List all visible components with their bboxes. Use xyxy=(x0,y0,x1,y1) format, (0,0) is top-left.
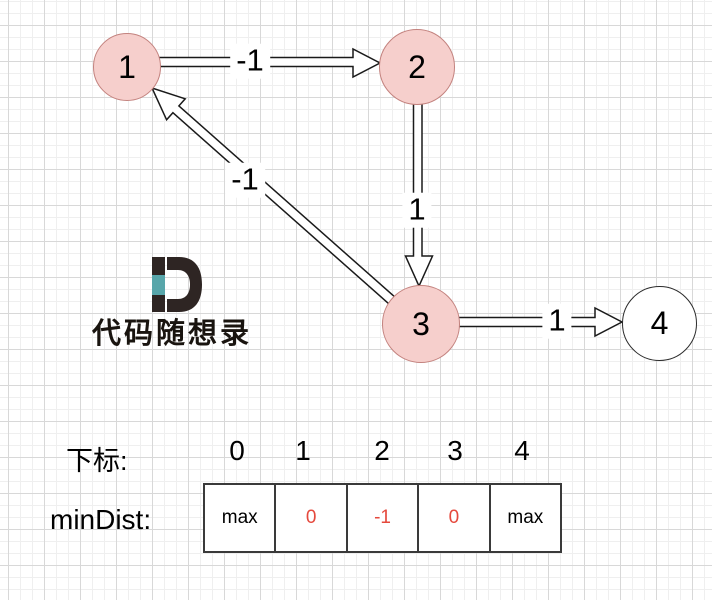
mindist-cell-4: max xyxy=(507,507,544,528)
edge-3-1-weight-label: -1 xyxy=(225,162,265,198)
index-label-4: 4 xyxy=(514,435,530,466)
mindist-cell-0: max xyxy=(205,485,277,551)
edge-2-3-weight-label: 1 xyxy=(402,192,432,228)
edge-3-1-arrow xyxy=(150,86,402,310)
node-2: 2 xyxy=(379,29,455,105)
index-label-2: 2 xyxy=(374,435,390,466)
logo xyxy=(152,257,202,317)
index-label-3: 3 xyxy=(447,435,463,466)
logo-d-icon xyxy=(152,257,202,312)
edge-3-4-weight-label: 1 xyxy=(542,303,572,339)
edge-3-4-arrow xyxy=(456,306,624,338)
edge-1-2-weight-label: -1 xyxy=(230,43,270,79)
index-label-0: 0 xyxy=(229,435,245,466)
node-3: 3 xyxy=(382,285,460,363)
node-4: 4 xyxy=(622,286,697,361)
index-row-label: 下标: xyxy=(66,446,128,476)
mindist-row-label: minDist: xyxy=(50,504,152,535)
index-label-1: 1 xyxy=(295,435,311,466)
mindist-table: max 0 -1 0 max xyxy=(203,483,562,553)
logo-brand-text: 代码随想录 xyxy=(92,316,253,350)
node-1: 1 xyxy=(93,33,161,101)
mindist-cell-2: -1 xyxy=(348,485,420,551)
mindist-cell-1: 0 xyxy=(276,485,348,551)
mindist-cell-3: 0 xyxy=(419,485,491,551)
